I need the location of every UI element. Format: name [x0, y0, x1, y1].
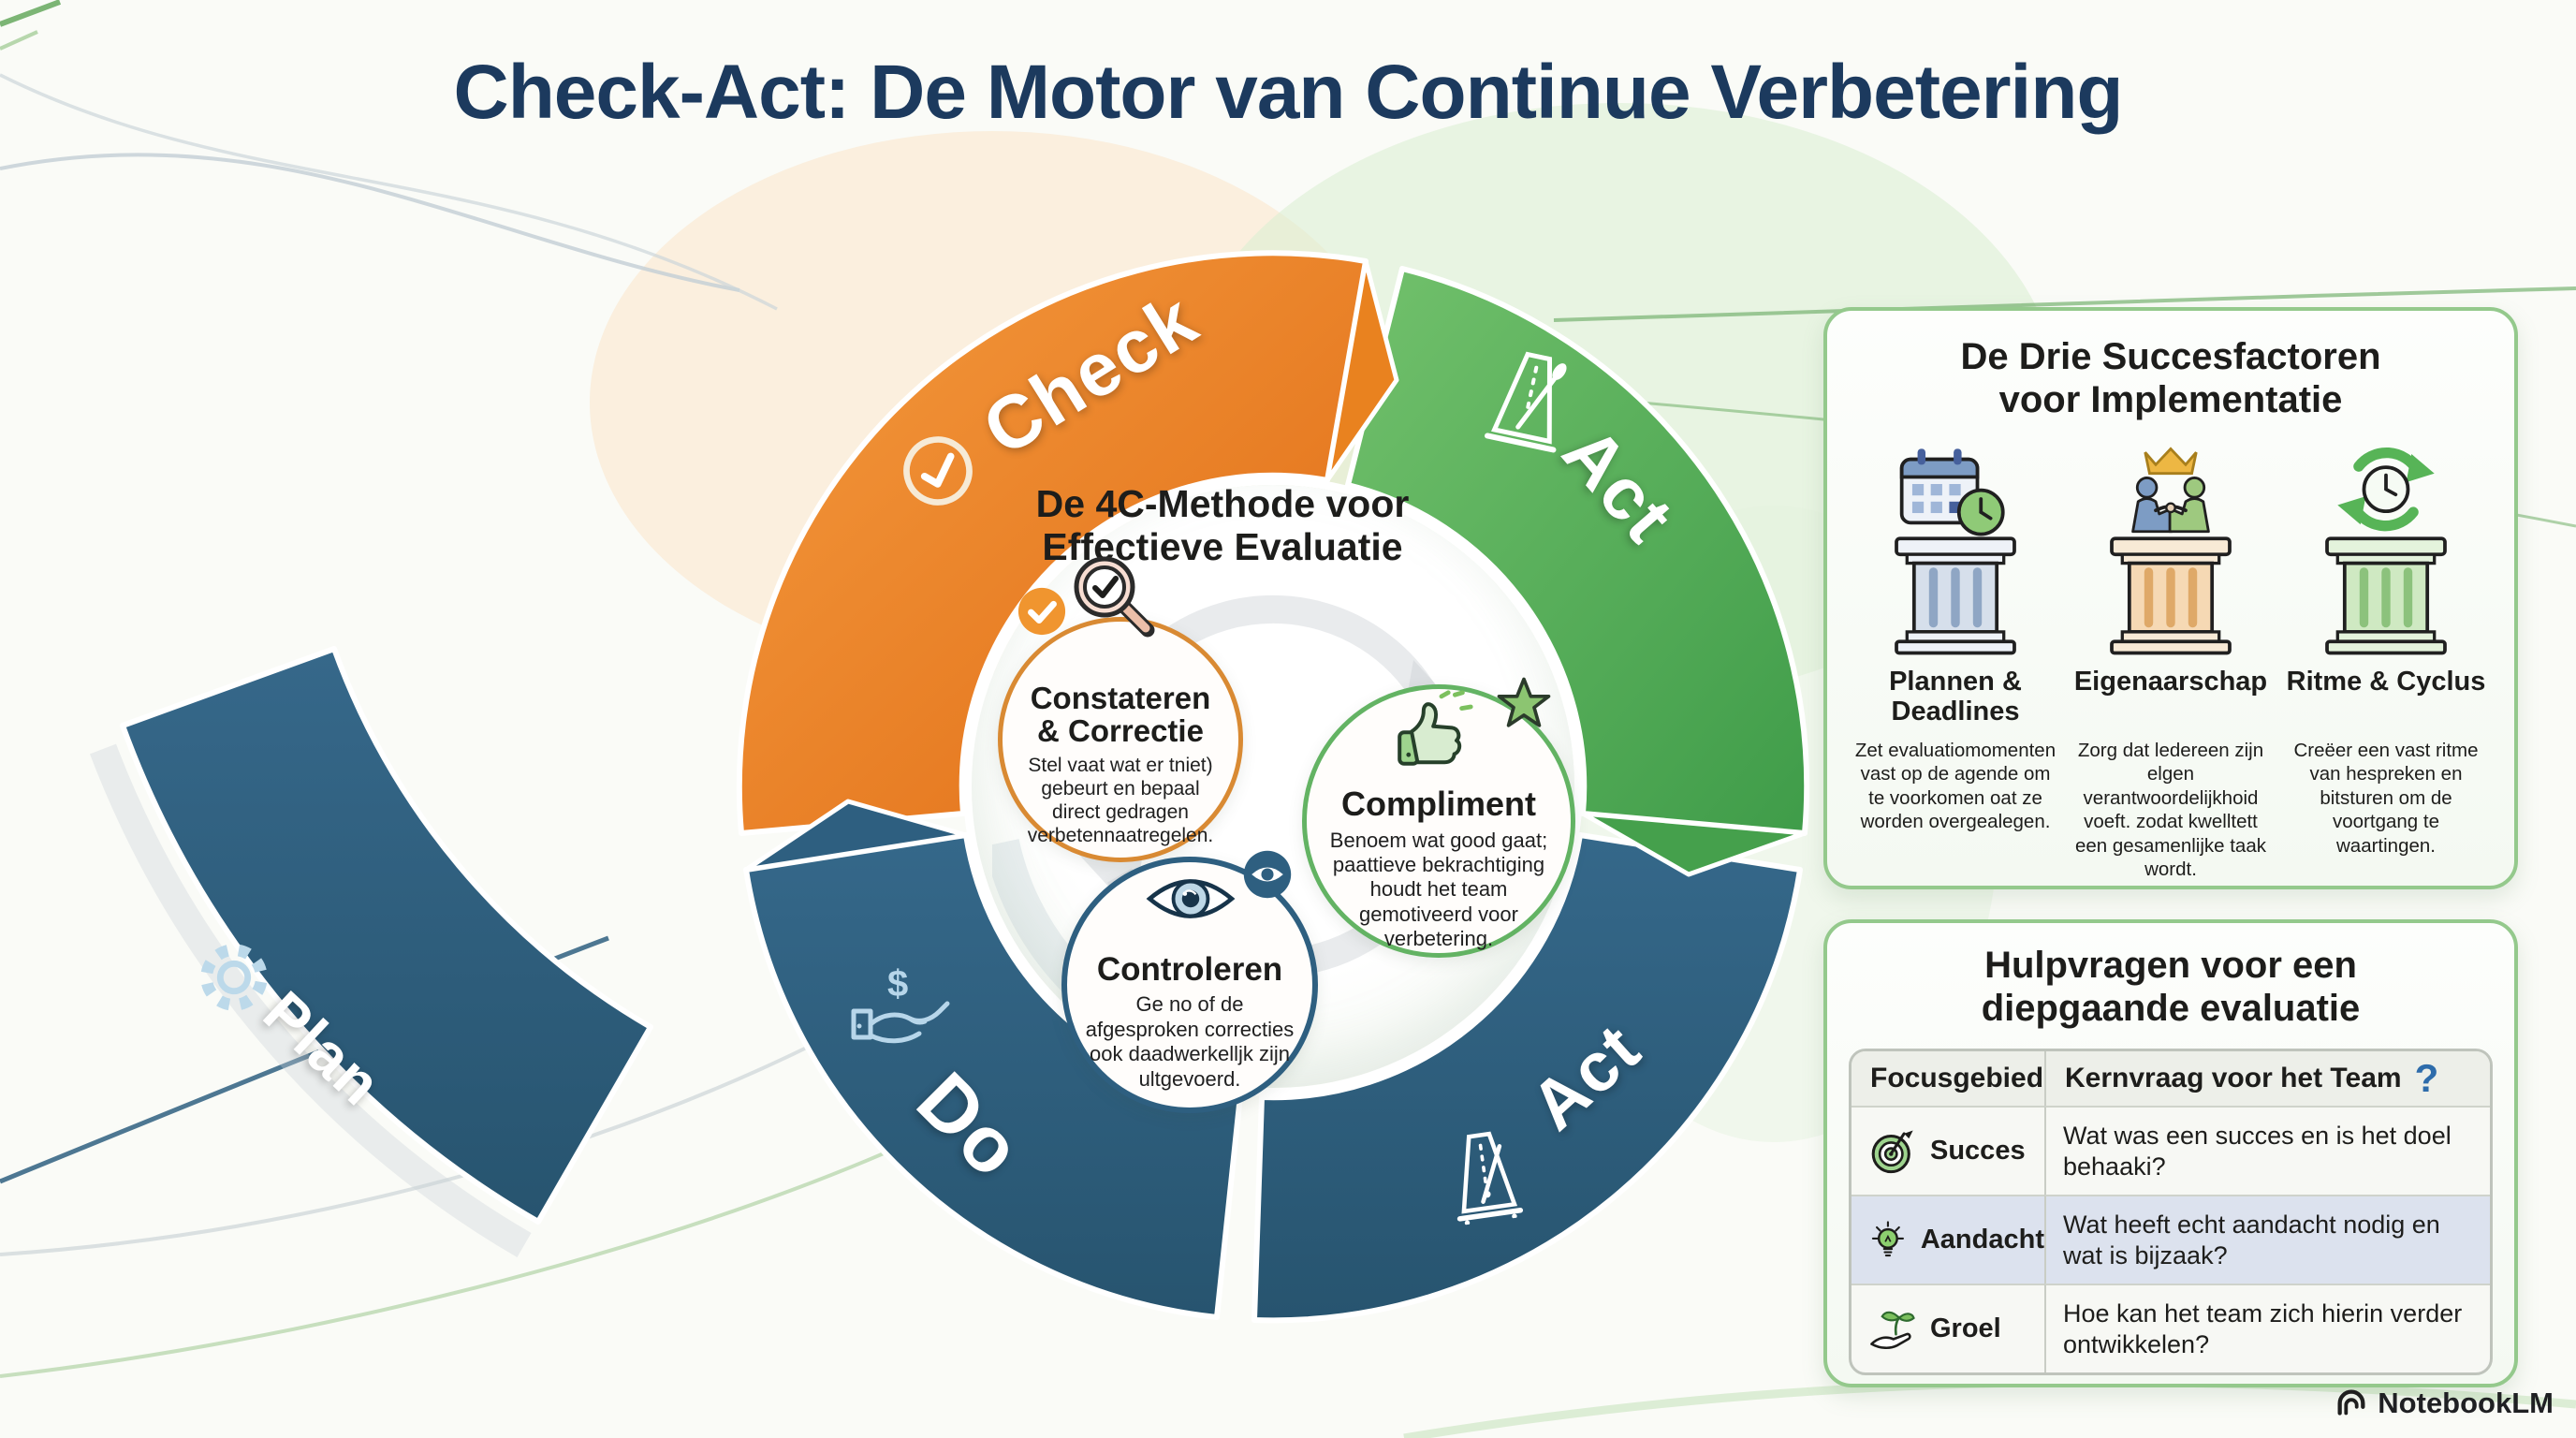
success-panel-heading: De Drie Succesfactoren voor Implementati… [1827, 335, 2514, 421]
gear-icon [200, 944, 268, 1011]
act-green-segment [1345, 266, 1810, 836]
success-col-plannen: Plannen & Deadlines Zet evaluatiomomente… [1853, 440, 2057, 881]
eye-badge-icon [1243, 850, 1292, 899]
center-heading-line1: De 4C-Methode voor [1035, 482, 1410, 525]
success-item-body: Zet evaluatiomomenten vast op de agende … [1854, 740, 2056, 833]
pdca-ring [736, 250, 1810, 1324]
center-heading: De 4C-Methode voor Effectieve Evaluatie [979, 482, 1466, 569]
success-col-ritme: Ritme & Cyclus Creëer een vast ritme van… [2284, 440, 2488, 881]
wave-line [1553, 286, 2576, 322]
questions-panel: Hulpvragen voor een diepgaande evaluatie… [1823, 919, 2518, 1387]
table-header-question: Kernvraag voor het Team ? [2044, 1051, 2490, 1106]
bubble-body: Benoem wat good gaat; paattieve bekracht… [1329, 828, 1548, 951]
bubble-body: Stel vaat wat er tniet) gebeurt en bepaa… [1027, 754, 1214, 847]
wave-line [0, 73, 778, 311]
question-groei: Hoe kan het team zich hierin verder ontw… [2044, 1284, 2490, 1372]
success-columns: Plannen & Deadlines Zet evaluatiomomente… [1827, 421, 2514, 881]
focus-label: Succes [1930, 1136, 2026, 1166]
svg-text:$: $ [887, 964, 908, 1005]
metronome-icon [1456, 1131, 1524, 1225]
magnifier-check-icon [1074, 556, 1155, 638]
cycle-clock-pillar-icon [2325, 447, 2447, 655]
table-header-focus: Focusgebied [1852, 1051, 2044, 1106]
questions-heading-line2: diepgaande evaluatie [1981, 988, 2361, 1029]
wave-line [0, 1037, 825, 1256]
calendar-clock-pillar-icon [1895, 448, 2016, 655]
questions-panel-heading: Hulpvragen voor een diepgaande evaluatie [1827, 944, 2514, 1030]
success-item-title: Eigenaarschap [2073, 667, 2268, 697]
handshake-crown-pillar-icon [2110, 447, 2232, 655]
corner-streak [0, 0, 62, 27]
brand-footer: NotebookLM [2291, 1386, 2554, 1421]
success-heading-line2: voor Implementatie [1998, 379, 2343, 420]
target-icon [1871, 1129, 1913, 1173]
center-heading-line2: Effectieve Evaluatie [1042, 524, 1403, 568]
hand-dollar-icon: $ [851, 964, 950, 1044]
questions-table: Focusgebied Kernvraag voor het Team ? Su… [1849, 1049, 2493, 1375]
check-circle-icon [903, 436, 973, 506]
success-item-title: Ritme & Cyclus [2286, 667, 2486, 697]
success-factors-panel: De Drie Succesfactoren voor Implementati… [1823, 307, 2518, 889]
success-item-body: Zorg dat ledereen zijn elgen verantwoord… [2075, 740, 2266, 881]
page-title: Check-Act: De Motor van Continue Verbete… [453, 50, 2123, 135]
focus-label: Aandacht [1920, 1225, 2044, 1255]
success-item-title: Plannen & Deadlines [1889, 667, 2022, 726]
check-segment [736, 250, 1368, 836]
brand-name: NotebookLM [2378, 1387, 2554, 1419]
star-icon [1497, 677, 1551, 727]
success-item-body: Creëer een vast ritme van hespreken en b… [2293, 740, 2479, 857]
success-col-eigenaarschap: Eigenaarschap Zorg dat ledereen zijn elg… [2069, 440, 2273, 881]
questions-heading-line1: Hulpvragen voor een [1984, 945, 2357, 986]
corner-streak [0, 30, 38, 51]
bubble-title: Compliment [1340, 785, 1536, 823]
thumbs-up-icon [1398, 690, 1473, 766]
check-arrowhead [1325, 258, 1399, 483]
check-badge-icon [1017, 587, 1066, 636]
eye-icon [1146, 879, 1236, 918]
bubble-body: Ge no of de afgesproken correcties ook d… [1085, 992, 1295, 1091]
plan-arc-segment [120, 646, 653, 1225]
success-heading-line1: De Drie Succesfactoren [1960, 336, 2381, 377]
table-row-groei: Groel [1852, 1284, 2044, 1372]
focus-label: Groel [1930, 1313, 2001, 1343]
question-mark-icon: ? [2414, 1056, 2439, 1100]
wave-line [0, 153, 740, 292]
table-header-question-label: Kernvraag voor het Team [2065, 1063, 2402, 1093]
sprout-hand-icon [1870, 1311, 1915, 1349]
question-succes: Wat was een succes en is het doel behaak… [2044, 1106, 2490, 1195]
bubble-constateren-correctie: Constateren & Correctie Stel vaat wat er… [998, 617, 1243, 862]
table-row-aandacht: Aandacht [1852, 1195, 2044, 1284]
table-row-succes: Succes [1852, 1106, 2044, 1195]
question-aandacht: Wat heeft echt aandacht nodig en wat is … [2044, 1195, 2490, 1284]
bubble-title: Constateren & Correctie [1030, 681, 1211, 749]
act-arrowhead [1580, 811, 1808, 877]
plan-arc-shadow [89, 743, 532, 1257]
metronome-icon [1485, 351, 1567, 453]
bubble-title: Controleren [1096, 951, 1283, 988]
lightbulb-icon [1871, 1220, 1905, 1256]
do-arrowhead [743, 799, 969, 873]
act-blue-segment [1251, 832, 1803, 1324]
notebooklm-logo-icon [2337, 1389, 2365, 1416]
